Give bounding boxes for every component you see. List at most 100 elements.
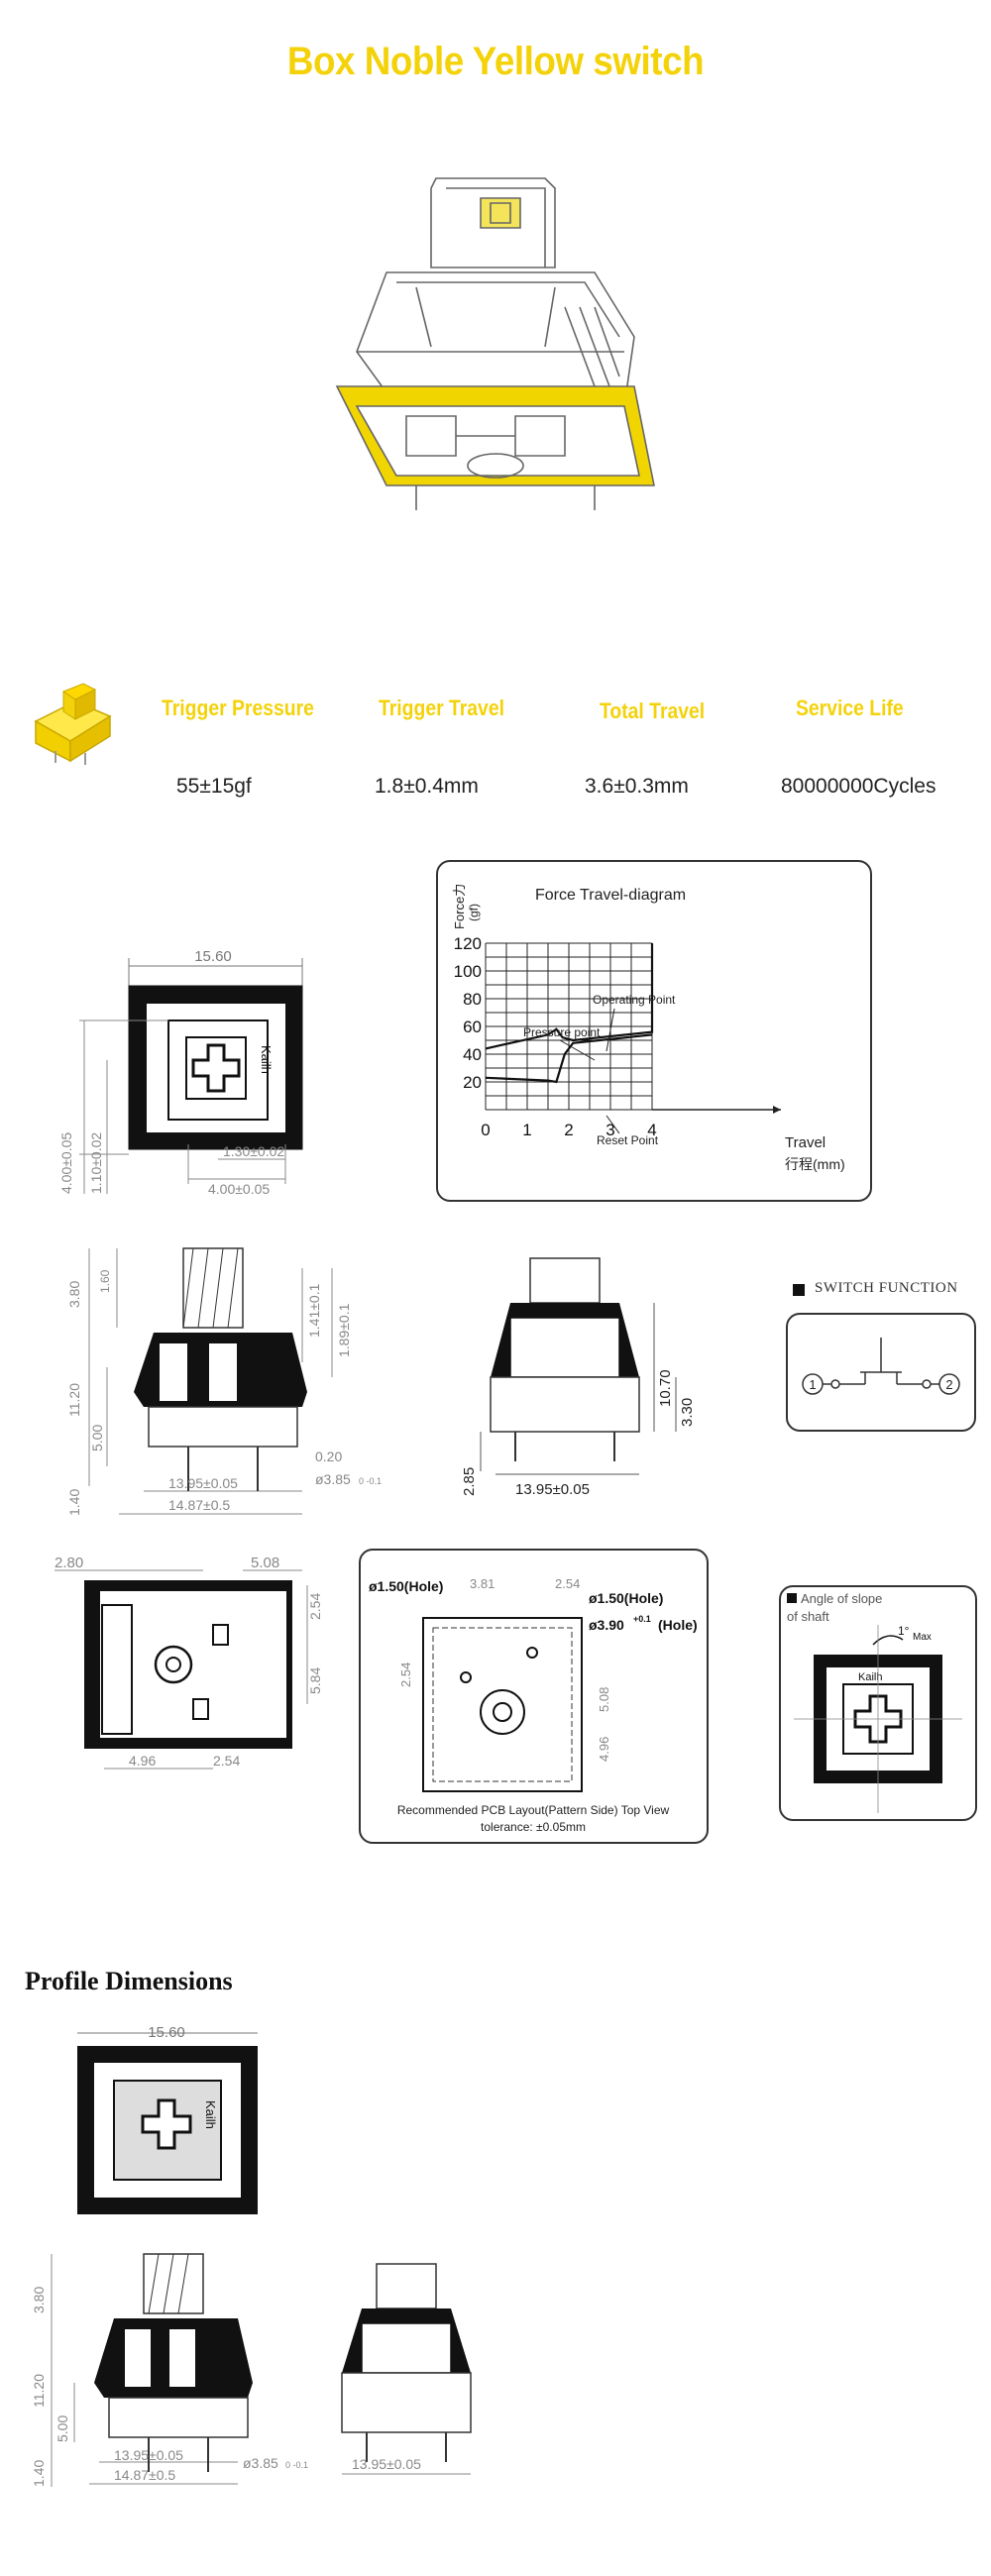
spec-label-total-travel: Total Travel xyxy=(600,698,706,723)
annotation-pressure-point: Pressure point xyxy=(523,1025,601,1039)
pcb-d2: 2.54 xyxy=(555,1576,580,1591)
side-view-d9: ø3.85 xyxy=(315,1471,351,1487)
x-tick-label: 0 xyxy=(481,1121,490,1139)
side-view-d3: 11.20 xyxy=(66,1383,82,1417)
bottom-view-drawing: 2.80 5.08 2.54 5.84 4.96 2.54 xyxy=(55,1555,322,1770)
pcb-layout-drawing: ø1.50(Hole) ø1.50(Hole) ø3.90 +0.1 (Hole… xyxy=(369,1576,698,1834)
top-view-width-label: 15.60 xyxy=(194,948,232,965)
force-curve-series-1 xyxy=(485,943,654,1050)
angle-of-slope-drawing: Angle of slope of shaft 1° Max Kailh xyxy=(787,1591,962,1813)
profile-d3: 5.00 xyxy=(55,2415,70,2442)
side-view-d10: 13.95±0.05 xyxy=(168,1475,238,1491)
graph-xunit: 行程(mm) xyxy=(785,1156,845,1172)
profile-d2: 11.20 xyxy=(31,2374,47,2408)
switch-3d-illustration xyxy=(335,177,655,510)
spec-value-trigger-travel: 1.8±0.4mm xyxy=(375,775,479,798)
front-view-d2: 3.30 xyxy=(679,1398,696,1427)
profile-d7: ø3.85 xyxy=(243,2455,278,2471)
graph-series xyxy=(485,943,654,1084)
page-title: Box Noble Yellow switch xyxy=(286,40,705,83)
bottom-view-d5: 4.96 xyxy=(129,1753,156,1769)
angle-label-2: of shaft xyxy=(787,1609,829,1624)
front-view-d1: 10.70 xyxy=(657,1369,674,1407)
pcb-d1: 3.81 xyxy=(470,1576,495,1591)
x-tick-label: 4 xyxy=(647,1121,656,1139)
yellow-switch-photo-icon xyxy=(34,683,112,765)
graph-grid xyxy=(485,942,781,1114)
profile-d7-tol: 0 -0.1 xyxy=(285,2460,308,2470)
top-view-d3: 1.30±0.02 xyxy=(223,1143,284,1159)
switch-function-box xyxy=(786,1313,976,1432)
pcb-d4: 5.08 xyxy=(597,1687,611,1712)
side-view-drawing: 3.80 1.60 11.20 5.00 1.40 1.41±0.1 1.89±… xyxy=(66,1247,382,1516)
x-axis-arrow-icon xyxy=(773,1106,781,1114)
spec-value-trigger-pressure: 55±15gf xyxy=(176,775,252,798)
pressure-point-arrow xyxy=(559,1039,596,1061)
angle-bullet-icon xyxy=(787,1593,797,1603)
y-tick-label: 40 xyxy=(463,1045,482,1064)
y-tick-label: 120 xyxy=(454,934,482,953)
y-tick-label: 80 xyxy=(463,990,482,1009)
spec-value-total-travel: 3.6±0.3mm xyxy=(585,775,689,798)
pcb-d3: 2.54 xyxy=(398,1663,413,1687)
bottom-view-d3: 2.54 xyxy=(307,1593,322,1620)
profile-d6: 14.87±0.5 xyxy=(114,2467,175,2483)
top-view-brand: Kailh xyxy=(259,1045,274,1074)
side-view-d6: 1.41±0.1 xyxy=(306,1283,322,1338)
operating-point-arrow xyxy=(606,1008,615,1052)
side-view-d7: 1.89±0.1 xyxy=(336,1303,352,1357)
pcb-hole-2: ø1.50(Hole) xyxy=(589,1590,663,1606)
side-view-d11: 14.87±0.5 xyxy=(168,1497,230,1513)
switch-pin-1: 1 xyxy=(809,1377,816,1392)
switch-function-label: SWITCH FUNCTION xyxy=(815,1280,958,1296)
profile-d5: 13.95±0.05 xyxy=(114,2447,183,2463)
profile-dimensions-title: Profile Dimensions xyxy=(25,1967,233,1995)
x-tick-label: 1 xyxy=(522,1121,531,1139)
pcb-d5: 4.96 xyxy=(597,1737,611,1762)
y-tick-label: 60 xyxy=(463,1018,482,1036)
graph-yunit: (gf) xyxy=(467,904,481,921)
side-view-d4: 5.00 xyxy=(89,1425,105,1451)
spec-label-trigger-travel: Trigger Travel xyxy=(379,696,504,720)
angle-arc-icon xyxy=(872,1635,904,1646)
side-view-d1: 3.80 xyxy=(66,1281,82,1308)
pcb-hole-3: ø3.90 xyxy=(589,1617,624,1633)
annotation-reset-point: Reset Point xyxy=(597,1133,659,1147)
profile-brand: Kailh xyxy=(203,2100,218,2129)
graph-xlabel: Travel xyxy=(785,1134,826,1151)
top-view-d2: 1.10±0.02 xyxy=(88,1132,104,1194)
side-view-d9-tol: 0 -0.1 xyxy=(359,1476,382,1486)
pcb-caption-1: Recommended PCB Layout(Pattern Side) Top… xyxy=(397,1803,670,1817)
graph-title: Force Travel-diagram xyxy=(535,887,686,904)
x-tick-label: 2 xyxy=(564,1121,573,1139)
switch-pin-2: 2 xyxy=(945,1377,952,1392)
reset-point-arrow xyxy=(606,1115,620,1134)
top-view-d1: 4.00±0.05 xyxy=(59,1132,74,1194)
profile-top-view: 15.60 Kailh xyxy=(77,2024,258,2214)
bottom-view-d4: 5.84 xyxy=(307,1667,322,1694)
spec-label-trigger-pressure: Trigger Pressure xyxy=(162,696,314,720)
annotation-operating-point: Operating Point xyxy=(593,993,676,1007)
profile-side-view: 3.80 11.20 5.00 1.40 13.95±0.05 14.87±0.… xyxy=(31,2253,308,2487)
force-travel-diagram: Force Travel-diagram Force力 (gf) 1201008… xyxy=(452,884,845,1172)
y-tick-label: 100 xyxy=(454,962,482,981)
y-tick-label: 20 xyxy=(463,1073,482,1092)
angle-label-1: Angle of slope xyxy=(801,1591,882,1606)
spec-label-service-life: Service Life xyxy=(796,696,904,720)
angle-max: Max xyxy=(913,1632,932,1643)
switch-function-bullet-icon xyxy=(793,1284,805,1296)
side-view-d2: 1.60 xyxy=(98,1269,112,1293)
pcb-hole-3-tol: +0.1 xyxy=(633,1614,651,1624)
angle-value: 1° xyxy=(898,1624,910,1638)
front-view-d3: 2.85 xyxy=(461,1467,478,1496)
profile-d1: 3.80 xyxy=(31,2287,47,2313)
profile-d4: 1.40 xyxy=(31,2460,47,2487)
top-view-d4: 4.00±0.05 xyxy=(208,1181,270,1197)
side-view-d5: 1.40 xyxy=(66,1489,82,1516)
force-curve-series-2 xyxy=(485,1033,653,1084)
graph-ylabel: Force力 xyxy=(452,884,467,929)
profile-d8: 13.95±0.05 xyxy=(352,2456,421,2472)
front-view-d4: 13.95±0.05 xyxy=(515,1481,590,1498)
pcb-caption-2: tolerance: ±0.05mm xyxy=(481,1820,586,1834)
